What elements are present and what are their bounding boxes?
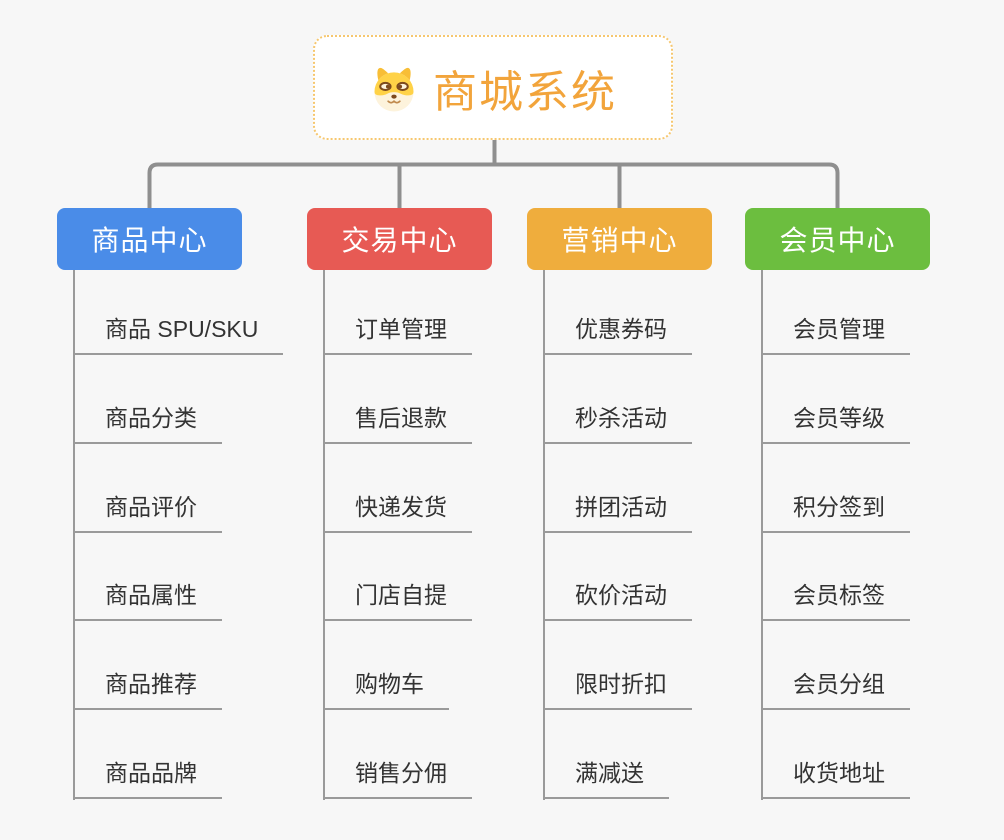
sub-topic-row: 积分签到	[761, 444, 930, 533]
branch-bus-line	[147, 162, 840, 208]
sub-topic-row: 收货地址	[761, 710, 930, 799]
sub-topic-row: 会员分组	[761, 621, 930, 711]
sub-topic[interactable]: 满减送	[543, 754, 669, 799]
sub-topic[interactable]: 优惠券码	[543, 310, 692, 355]
branch-marketing-center: 营销中心 优惠券码秒杀活动拼团活动砍价活动限时折扣满减送	[527, 208, 712, 800]
sub-topic-row: 会员等级	[761, 355, 930, 444]
sub-topic-row: 购物车	[323, 621, 492, 711]
sub-topic-row: 快递发货	[323, 444, 492, 533]
sub-topic[interactable]: 商品属性	[73, 576, 222, 622]
sub-topic[interactable]: 商品品牌	[73, 754, 222, 799]
sub-topic-row: 商品属性	[73, 533, 283, 622]
branch-header-marketing-center[interactable]: 营销中心	[527, 208, 712, 270]
branch-sub-list: 订单管理售后退款快递发货门店自提购物车销售分佣	[323, 270, 492, 800]
branch-label: 交易中心	[341, 225, 458, 256]
sub-topic-row: 订单管理	[323, 270, 492, 355]
branch-label: 商品中心	[91, 225, 208, 256]
sub-topic[interactable]: 拼团活动	[543, 488, 692, 533]
sub-topic-row: 会员管理	[761, 270, 930, 355]
root-title: 商城系统	[433, 67, 617, 117]
sub-topic[interactable]: 收货地址	[761, 754, 910, 799]
sub-topic[interactable]: 商品分类	[73, 399, 222, 444]
sub-topic-row: 砍价活动	[543, 533, 712, 622]
branch-header-trade-center[interactable]: 交易中心	[307, 208, 492, 270]
sub-topic-row: 会员标签	[761, 533, 930, 622]
sub-topic[interactable]: 销售分佣	[323, 754, 472, 799]
sub-topic-row: 商品品牌	[73, 710, 283, 799]
branch-product-center: 商品中心 商品 SPU/SKU 商品分类商品评价商品属性商品推荐商品品牌	[57, 208, 284, 800]
sub-topic[interactable]: 砍价活动	[543, 576, 692, 622]
branch-header-product-center[interactable]: 商品中心	[57, 208, 242, 270]
sub-topic-row: 商品分类	[73, 355, 283, 444]
sub-topic[interactable]: 商品 SPU/SKU	[73, 310, 284, 355]
root-node[interactable]: 商城系统	[313, 35, 673, 140]
sub-topic[interactable]: 积分签到	[761, 488, 910, 533]
branch-sub-list: 商品 SPU/SKU 商品分类商品评价商品属性商品推荐商品品牌	[73, 270, 284, 800]
sub-topic-row: 销售分佣	[323, 710, 492, 799]
sub-topic-row: 商品评价	[73, 444, 283, 533]
sub-topic-row: 商品 SPU/SKU	[73, 270, 284, 355]
sub-topic[interactable]: 订单管理	[323, 310, 472, 355]
branch-label: 营销中心	[561, 225, 678, 256]
branch-sub-list: 优惠券码秒杀活动拼团活动砍价活动限时折扣满减送	[543, 270, 712, 800]
branch-header-member-center[interactable]: 会员中心	[745, 208, 930, 270]
sub-topic[interactable]: 秒杀活动	[543, 399, 692, 444]
sub-topic-row: 拼团活动	[543, 444, 712, 533]
sub-topic[interactable]: 购物车	[323, 665, 449, 711]
sub-topic[interactable]: 商品评价	[73, 488, 222, 533]
sub-topic[interactable]: 售后退款	[323, 399, 472, 444]
sub-topic-row: 商品推荐	[73, 621, 283, 711]
sub-topic[interactable]: 快递发货	[323, 488, 472, 533]
shiba-dog-icon	[374, 67, 414, 111]
sub-topic[interactable]: 门店自提	[323, 576, 472, 622]
sub-topic-row: 满减送	[543, 710, 712, 799]
sub-topic[interactable]: 会员分组	[761, 665, 910, 711]
sub-topic[interactable]: 商品推荐	[73, 665, 222, 711]
branch-label: 会员中心	[779, 225, 896, 256]
sub-topic-row: 门店自提	[323, 533, 492, 622]
branch-sub-list: 会员管理会员等级积分签到会员标签会员分组收货地址	[761, 270, 930, 800]
sub-topic-row: 秒杀活动	[543, 355, 712, 444]
branch-trade-center: 交易中心 订单管理售后退款快递发货门店自提购物车销售分佣	[307, 208, 492, 800]
branch-member-center: 会员中心 会员管理会员等级积分签到会员标签会员分组收货地址	[745, 208, 930, 800]
sub-topic-row: 优惠券码	[543, 270, 712, 355]
sub-topic[interactable]: 会员标签	[761, 576, 910, 622]
sub-topic[interactable]: 会员管理	[761, 310, 910, 355]
sub-topic[interactable]: 限时折扣	[543, 665, 692, 711]
sub-topic-row: 限时折扣	[543, 621, 712, 711]
sub-topic[interactable]: 会员等级	[761, 399, 910, 444]
sub-topic-row: 售后退款	[323, 355, 492, 444]
